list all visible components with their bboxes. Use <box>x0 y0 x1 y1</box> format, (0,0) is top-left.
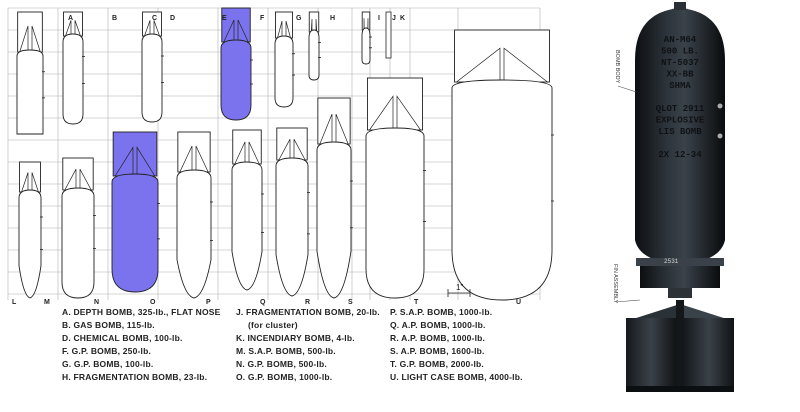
legend-item-j-note: (for cluster) <box>248 320 298 330</box>
bomb-k <box>385 11 392 59</box>
lug <box>717 133 723 139</box>
bomb-silhouettes <box>16 7 554 301</box>
bomb-s <box>316 97 353 299</box>
callout-line <box>615 299 641 303</box>
column-letter-n: N <box>94 299 99 306</box>
bomb-d <box>141 11 164 123</box>
bomb-t <box>365 77 426 299</box>
legend-item-f: F. G.P. BOMB, 250-lb. <box>62 346 152 356</box>
legend-item-a: A. DEPTH BOMB, 325-lb., FLAT NOSE <box>62 307 221 317</box>
column-letter-s: S <box>348 299 353 306</box>
column-letter-m: M <box>44 299 50 306</box>
bomb-body <box>635 2 725 298</box>
column-letter-q: Q <box>260 299 266 306</box>
column-letter-f: F <box>260 15 265 22</box>
column-letter-o: O <box>150 299 156 306</box>
bomb-f <box>220 7 253 121</box>
stencil-line: QLOT 2911 <box>656 104 705 114</box>
legend-item-o: O. G.P. BOMB, 1000-lb. <box>236 372 333 382</box>
legend-item-g: G. G.P. BOMB, 100-lb. <box>62 359 154 369</box>
column-letter-u: U <box>516 299 521 306</box>
legend-item-p: P. S.A.P. BOMB, 1000-lb. <box>390 307 493 317</box>
legend-item-n: N. G.P. BOMB, 500-lb. <box>236 359 327 369</box>
bomb-r <box>275 127 310 297</box>
column-letter-i: I <box>378 15 380 22</box>
band-marking: 2531 <box>664 258 679 265</box>
column-letter-r: R <box>305 299 310 306</box>
bomb-j <box>361 11 372 65</box>
column-letter-c: C <box>152 15 157 22</box>
legend-item-m: M. S.A.P. BOMB, 500-lb. <box>236 346 336 356</box>
fin-assembly <box>626 300 734 392</box>
legend-item-d: D. CHEMICAL BOMB, 100-lb. <box>62 333 183 343</box>
callout-fin-assembly: FIN ASSEMBLY <box>612 264 618 304</box>
stencil-line: XX-BB <box>666 70 694 80</box>
legend-item-j: J. FRAGMENTATION BOMB, 20-lb. <box>236 307 380 317</box>
column-letter-a: A <box>68 15 73 22</box>
legend-item-u: U. LIGHT CASE BOMB, 4000-lb. <box>390 372 523 382</box>
bomb-m <box>18 161 43 299</box>
legend-item-b: B. GAS BOMB, 115-lb. <box>62 320 155 330</box>
column-letter-k: K <box>400 15 405 22</box>
column-letter-e: E <box>222 15 227 22</box>
column-letter-b: B <box>112 15 117 22</box>
column-letter-l: L <box>12 299 17 306</box>
legend-column-2: J. FRAGMENTATION BOMB, 20-lb. (for clust… <box>236 306 380 384</box>
bomb-h <box>308 11 321 81</box>
callout-line <box>617 85 637 93</box>
legend-item-r: R. A.P. BOMB, 1000-lb. <box>390 333 486 343</box>
bomb-q <box>231 129 264 291</box>
stencil-line: LIS BOMB <box>658 127 702 137</box>
bomb-b <box>62 11 85 125</box>
legend-column-3: P. S.A.P. BOMB, 1000-lb. Q. A.P. BOMB, 1… <box>390 306 523 384</box>
column-letter-g: G <box>296 15 302 22</box>
callout-bomb-body: BOMB BODY <box>614 50 620 84</box>
nose-fuze <box>674 2 686 10</box>
legend-item-h: H. FRAGMENTATION BOMB, 23-lb. <box>62 372 208 382</box>
bomb-u <box>451 29 554 301</box>
column-letter-j: J <box>392 15 396 22</box>
column-letter-t: T <box>414 299 419 306</box>
dimension-marker <box>447 289 471 297</box>
bomb-g <box>274 11 295 108</box>
stencil-line: AN-M64 <box>664 35 697 45</box>
legend-item-q: Q. A.P. BOMB, 1000-lb. <box>390 320 486 330</box>
stencil-line: NT-5037 <box>661 58 699 68</box>
legend-item-t: T. G.P. BOMB, 2000-lb. <box>390 359 484 369</box>
bomb-n <box>61 157 96 299</box>
bomb-a <box>16 11 45 135</box>
column-letter-d: D <box>170 15 175 22</box>
stencil-line: SHMA <box>669 81 691 91</box>
column-letter-p: P <box>206 299 211 306</box>
legend-item-s: S. A.P. BOMB, 1600-lb. <box>390 346 485 356</box>
dimension-label: 1" <box>456 283 463 292</box>
stencil-line: EXPLOSIVE <box>656 116 705 126</box>
lug <box>717 103 723 109</box>
stencil-line: 2X 12-34 <box>658 150 702 160</box>
legend-item-k: K. INCENDIARY BOMB, 4-lb. <box>236 333 355 343</box>
stencil-line: 500 LB. <box>661 47 699 57</box>
column-letter-h: H <box>330 15 335 22</box>
bomb-o <box>111 131 160 293</box>
bomb-p <box>176 131 213 299</box>
legend-column-1: A. DEPTH BOMB, 325-lb., FLAT NOSE B. GAS… <box>62 306 221 384</box>
